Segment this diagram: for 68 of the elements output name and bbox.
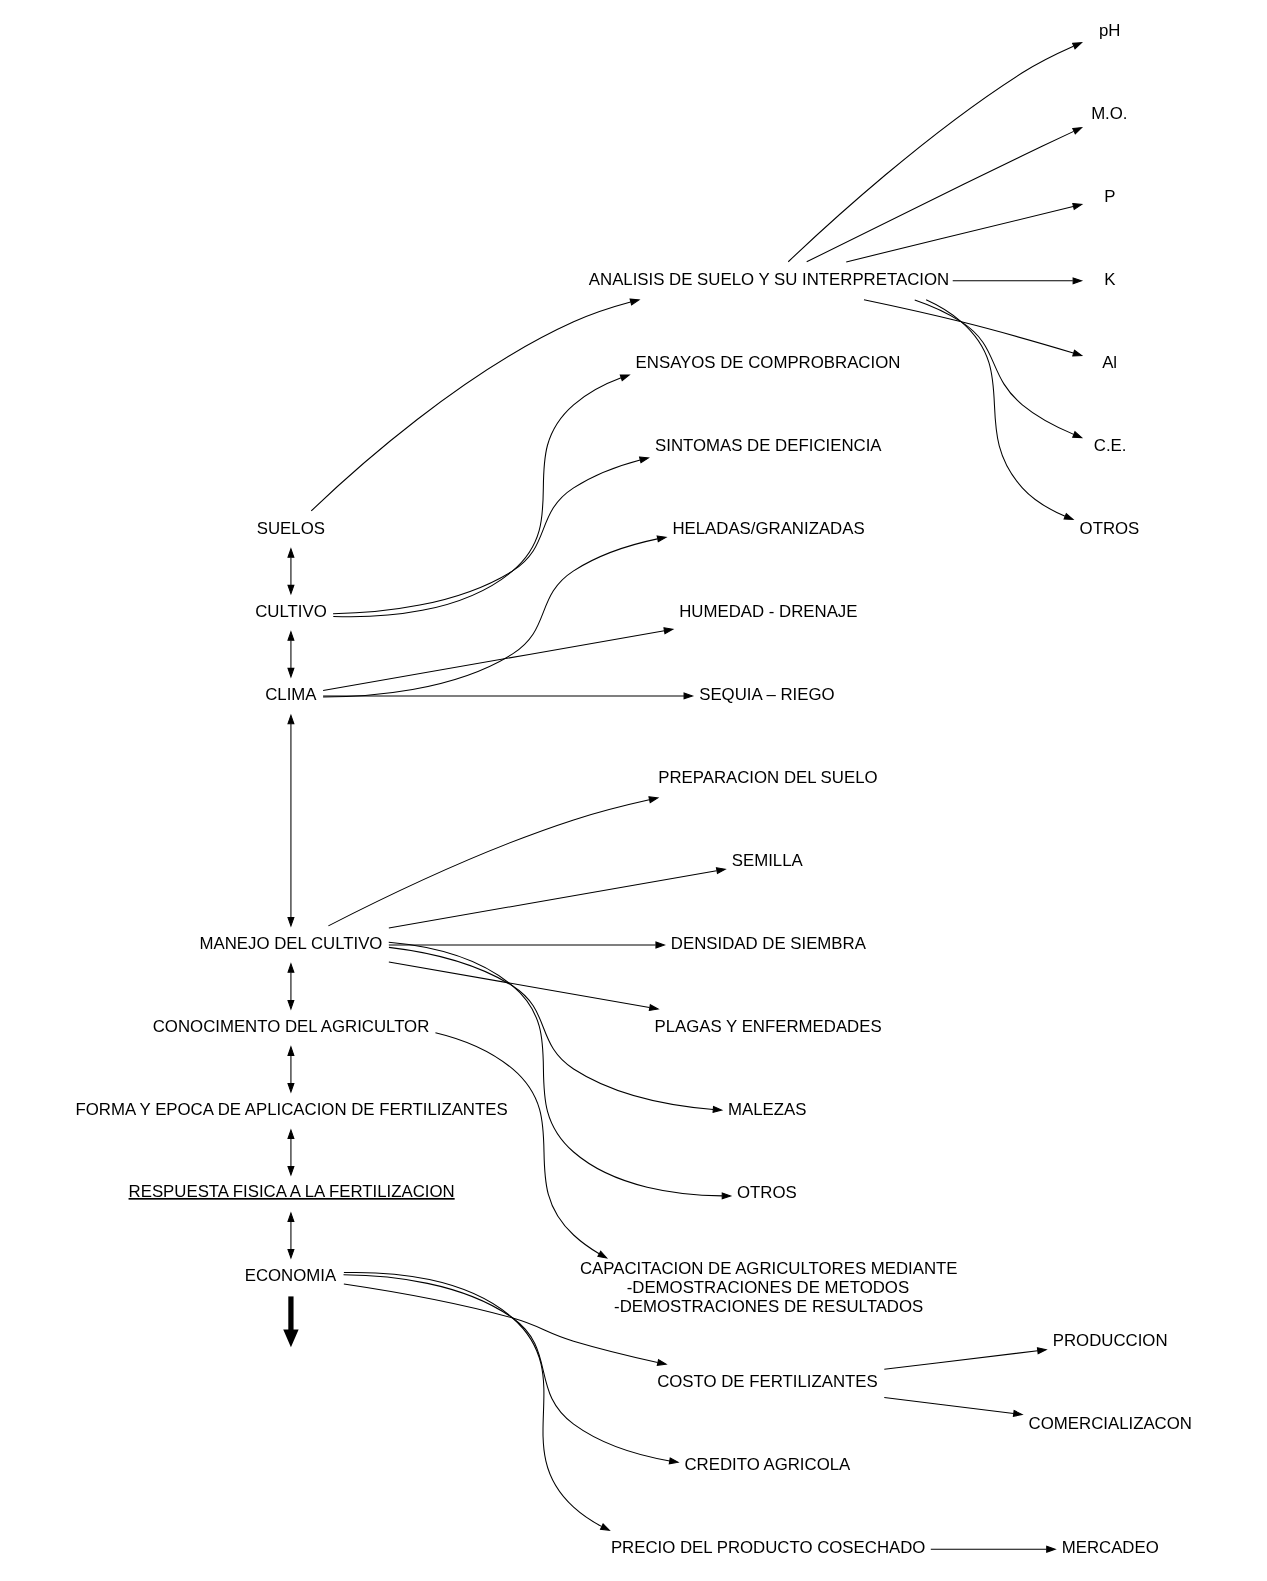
- arrow: [883, 1347, 1048, 1370]
- arrow: [287, 713, 295, 928]
- arrow: [925, 299, 1075, 521]
- arrow: [287, 1045, 295, 1094]
- arrow: [322, 535, 668, 698]
- node-text: HELADAS/GRANIZADAS: [672, 518, 865, 538]
- node-text: SINTOMAS DE DEFICIENCIA: [655, 435, 882, 455]
- arrow: [845, 203, 1084, 263]
- node-text: CLIMA: [265, 684, 317, 704]
- arrow: [287, 1211, 295, 1260]
- node-text: HUMEDAD - DRENAJE: [679, 601, 858, 621]
- node-text: SUELOS: [256, 518, 325, 538]
- arrow: [332, 374, 631, 618]
- node-text: pH: [1099, 20, 1121, 40]
- node-text: DENSIDAD DE SIEMBRA: [670, 933, 866, 953]
- node-text: PLAGAS Y ENFERMEDADES: [654, 1016, 882, 1036]
- arrow: [327, 796, 660, 927]
- node-text: CONOCIMENTO DEL AGRICULTOR: [152, 1016, 430, 1036]
- arrow: [343, 1283, 668, 1366]
- arrow: [388, 867, 727, 929]
- arrow: [952, 277, 1084, 285]
- node-text: CAPACITACION DE AGRICULTORES MEDIANTE -DEMOSTRACIONES DE METODOS -DEMOSTRACIONES DE RESULTADOS: [579, 1258, 958, 1316]
- node-text: CULTIVO: [255, 601, 327, 621]
- arrow: [883, 1396, 1024, 1418]
- node-text: RESPUESTA FISICA A LA FERTILIZACION: [128, 1181, 455, 1201]
- node-text: FORMA Y EPOCA DE APLICACION DE FERTILIZANTES: [75, 1100, 508, 1119]
- arrow: [343, 1274, 680, 1465]
- arrow: [388, 946, 724, 1114]
- arrow: [806, 126, 1084, 263]
- node-text: M.O.: [1091, 103, 1128, 123]
- node-text: PRODUCCION: [1052, 1331, 1168, 1351]
- node-text: SEQUIA – RIEGO: [699, 684, 835, 704]
- arrow: [863, 299, 1084, 357]
- arrow: [388, 941, 733, 1200]
- node-text: COMERCIALIZACON: [1028, 1414, 1192, 1434]
- arrow: [332, 456, 650, 615]
- arrow: [322, 692, 695, 700]
- node-text: P: [1104, 186, 1116, 206]
- node-text: MALEZAS: [728, 1100, 807, 1119]
- arrow: [287, 630, 295, 679]
- node-text: ANALISIS DE SUELO Y SU INTERPRETACION: [588, 269, 950, 289]
- node-text: OTROS: [737, 1183, 797, 1203]
- arrow: [287, 1128, 295, 1177]
- arrow: [930, 1545, 1057, 1553]
- node-text: OTROS: [1079, 518, 1140, 538]
- arrow: [287, 962, 295, 1011]
- node-text: CREDITO AGRICOLA: [684, 1455, 851, 1475]
- arrow: [914, 299, 1084, 439]
- arrow: [283, 1296, 299, 1348]
- node-text: COSTO DE FERTILIZANTES: [657, 1372, 878, 1392]
- arrow: [434, 1032, 609, 1259]
- arrow: [787, 42, 1083, 263]
- node-text: K: [1104, 269, 1116, 289]
- node-text: MANEJO DEL CULTIVO: [199, 933, 383, 953]
- arrow: [287, 547, 295, 596]
- arrow: [343, 1271, 611, 1531]
- node-text: PRECIO DEL PRODUCTO COSECHADO: [610, 1538, 926, 1558]
- node-text: PREPARACION DEL SUELO: [658, 767, 878, 787]
- node-text: MERCADEO: [1061, 1538, 1159, 1558]
- arrow: [310, 298, 641, 512]
- node-text: ECONOMIA: [244, 1266, 337, 1286]
- arrow: [388, 941, 666, 949]
- node-text: ENSAYOS DE COMPROBRACION: [635, 352, 901, 372]
- node-text: SEMILLA: [731, 850, 803, 870]
- arrow: [388, 961, 660, 1012]
- arrow: [322, 627, 675, 691]
- node-text: Al: [1102, 352, 1118, 372]
- node-text: C.E.: [1093, 435, 1127, 455]
